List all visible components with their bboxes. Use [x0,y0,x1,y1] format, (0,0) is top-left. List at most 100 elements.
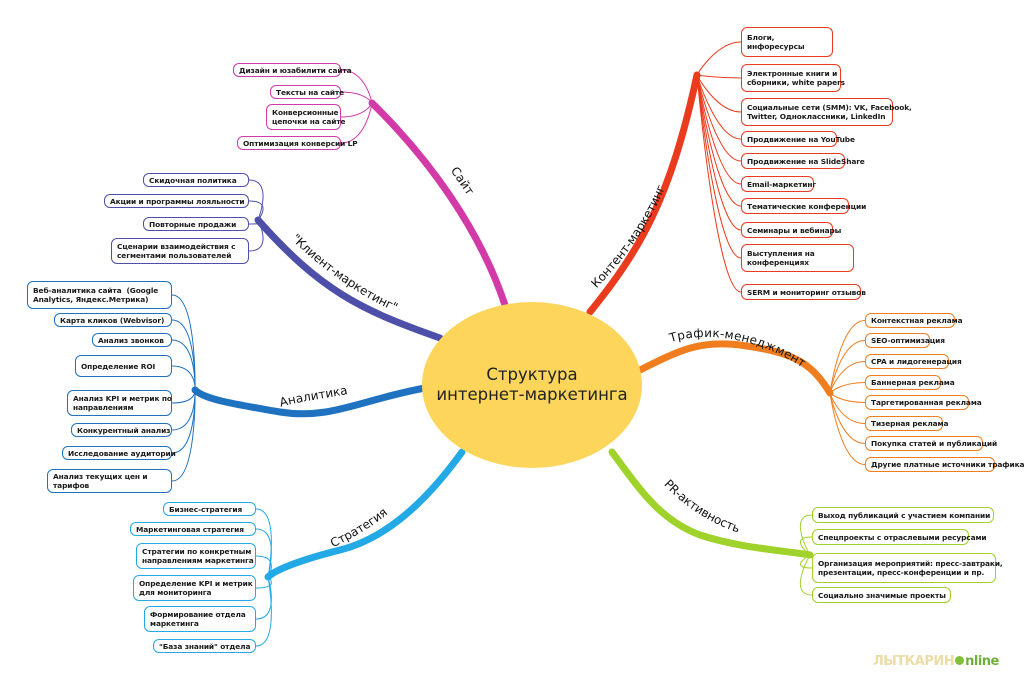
leaf-node-label: Конверсионные цепочки на сайте [272,108,346,126]
leaf-node-traffic[interactable]: Контекстная реклама [865,313,963,328]
leaf-node-traffic[interactable]: CPA и лидогенерация [865,354,962,369]
leaf-node-label: Выступления на конференциях [747,249,815,267]
branch-trunk-traffic [636,340,834,397]
leaf-connector [171,365,196,391]
leaf-node-traffic[interactable]: Баннерная реклама [865,375,955,390]
leaf-connector [340,91,373,104]
leaf-node-label: Маркетинговая стратегия [136,524,244,534]
leaf-connector [696,41,742,76]
branch-label-analytics[interactable]: Аналитика [278,383,349,409]
leaf-node-analytics[interactable]: Исследование аудитории [62,446,176,460]
leaf-node-label: Выход публикаций с участием компании [818,510,991,520]
leaf-connector [171,389,196,404]
leaf-node-content[interactable]: Email-маркетинг [741,176,816,192]
branch-label-site[interactable]: Сайт [448,164,477,197]
branch-trunk-site [368,99,509,309]
leaf-node-pr[interactable]: Социально значимые проекты [812,587,951,603]
leaf-node-strategy[interactable]: Определение KPI и метрик для мониторинга [133,575,256,601]
leaf-node-traffic[interactable]: SEO-оптимизация [865,333,945,348]
leaf-node-site[interactable]: Тексты на сайте [270,85,344,99]
leaf-node-label: Социальные сети (SMM): VK, Facebook, Twi… [747,103,912,121]
leaf-node-content[interactable]: Социальные сети (SMM): VK, Facebook, Twi… [741,98,912,126]
leaf-node-content[interactable]: Выступления на конференциях [741,244,854,272]
leaf-node-strategy[interactable]: "База знаний" отдела [153,639,256,653]
leaf-node-label: Организация мероприятий: пресс-завтраки,… [818,559,1003,577]
watermark-dot-icon [955,656,965,665]
central-topic-line1: Структура [486,365,578,384]
leaf-node-traffic[interactable]: Тизерная реклама [865,416,948,431]
leaf-connector [799,514,813,556]
branch-trunk-pr [608,448,814,559]
leaf-node-traffic[interactable]: Таргетированная реклама [865,395,982,410]
leaf-node-site[interactable]: Конверсионные цепочки на сайте [266,104,346,130]
leaf-node-label: Блоги, инфоресурсы [747,33,805,51]
leaf-node-analytics[interactable]: Веб-аналитика сайта (Google Analytics, Я… [27,281,172,309]
leaf-node-analytics[interactable]: Конкурентный анализ [71,423,172,437]
leaf-node-client[interactable]: Повторные продажи [143,217,249,231]
leaf-node-label: SERM и мониторинг отзывов [747,287,866,297]
leaf-node-content[interactable]: Тематические конференции [741,198,866,214]
leaf-node-label: Оптимизация конверсии LP [243,138,358,148]
leaf-connector [340,102,373,118]
leaf-node-label: Покупка статей и публикаций [871,439,998,448]
leaf-node-traffic[interactable]: Покупка статей и публикаций [865,436,997,451]
leaf-node-strategy[interactable]: Формирование отдела маркетинга [144,606,256,632]
branch-label-client[interactable]: "Клиент-маркетинг" [289,231,400,314]
branch-trunks [191,71,834,581]
leaf-node-content[interactable]: Электронные книги и сборники, white pape… [741,64,845,92]
leaf-node-label: Электронные книги и сборники, white pape… [747,69,845,87]
leaf-node-label: Бизнес-стратегия [169,504,243,514]
leaf-node-label: Веб-аналитика сайта (Google Analytics, Я… [33,286,159,304]
leaf-node-label: Карта кликов (Webvisor) [60,315,165,325]
leaf-node-content[interactable]: Семинары и вебинары [741,222,841,238]
leaf-connector [248,179,264,221]
leaf-node-label: CPA и лидогенерация [871,357,962,366]
branch-label-content[interactable]: Контент-маркетинг [588,183,667,291]
leaf-node-label: Продвижение на YouTube [747,134,855,144]
leaf-node-label: Формирование отдела маркетинга [150,610,246,628]
leaf-node-strategy[interactable]: Стратегии по конкретным направлениям мар… [136,543,256,569]
leaf-connector [829,382,866,394]
leaf-node-analytics[interactable]: Анализ KPI и метрик по направлениям [67,390,172,416]
branch-trunk-content [586,71,701,316]
leaf-node-client[interactable]: Сценарии взаимодействия с сегментами пол… [111,238,249,264]
leaf-node-pr[interactable]: Организация мероприятий: пресс-завтраки,… [812,553,1003,583]
leaf-node-strategy[interactable]: Маркетинговая стратегия [130,522,256,536]
leaf-node-client[interactable]: Акции и программы лояльности [104,194,249,208]
leaf-connector [696,74,742,79]
central-topic[interactable]: Структура интернет-маркетинга [422,302,642,468]
leaf-node-content[interactable]: Продвижение на SlideShare [741,153,865,169]
leaf-node-content[interactable]: Продвижение на YouTube [741,131,855,147]
leaf-connector [829,392,866,403]
leaf-node-label: Сценарии взаимодействия с сегментами пол… [117,242,236,260]
leaf-node-pr[interactable]: Спецпроекты с отраслевыми ресурсами [812,529,987,545]
leaf-node-site[interactable]: Дизайн и юзабилити сайта [233,63,352,77]
leaf-node-strategy[interactable]: Бизнес-стратегия [163,502,256,516]
leaf-node-label: "База знаний" отдела [159,641,251,651]
branch-trunk-strategy [264,448,466,581]
leaf-node-analytics[interactable]: Карта кликов (Webvisor) [54,313,172,327]
leaf-node-label: Таргетированная реклама [871,398,982,407]
leaf-node-content[interactable]: SERM и мониторинг отзывов [741,284,866,300]
leaf-node-label: Социально значимые проекты [818,590,946,600]
leaf-node-label: Анализ KPI и метрик по направлениям [73,394,172,412]
leaf-node-pr[interactable]: Выход публикаций с участием компании [812,507,994,523]
leaf-node-analytics[interactable]: Анализ звонков [92,333,172,347]
leaf-connector [255,508,272,578]
leaf-node-label: Определение ROI [81,361,156,371]
leaf-node-analytics[interactable]: Анализ текущих цен и тарифов [47,469,172,493]
leaf-node-traffic[interactable]: Другие платные источники трафика [865,457,1024,472]
leaf-node-label: Анализ текущих цен и тарифов [53,472,148,490]
leaf-node-label: Тизерная реклама [871,419,949,428]
leaf-node-label: SEO-оптимизация [871,336,945,345]
leaf-node-label: Повторные продажи [149,219,237,229]
leaf-node-client[interactable]: Скидочная политика [143,173,249,187]
leaf-node-content[interactable]: Блоги, инфоресурсы [741,27,833,57]
leaf-node-analytics[interactable]: Определение ROI [75,355,172,377]
branch-label-pr[interactable]: PR-активность [661,477,741,536]
leaf-node-label: Исследование аудитории [68,448,176,458]
leaf-node-label: Баннерная реклама [871,378,955,387]
leaf-node-site[interactable]: Оптимизация конверсии LP [237,136,358,150]
